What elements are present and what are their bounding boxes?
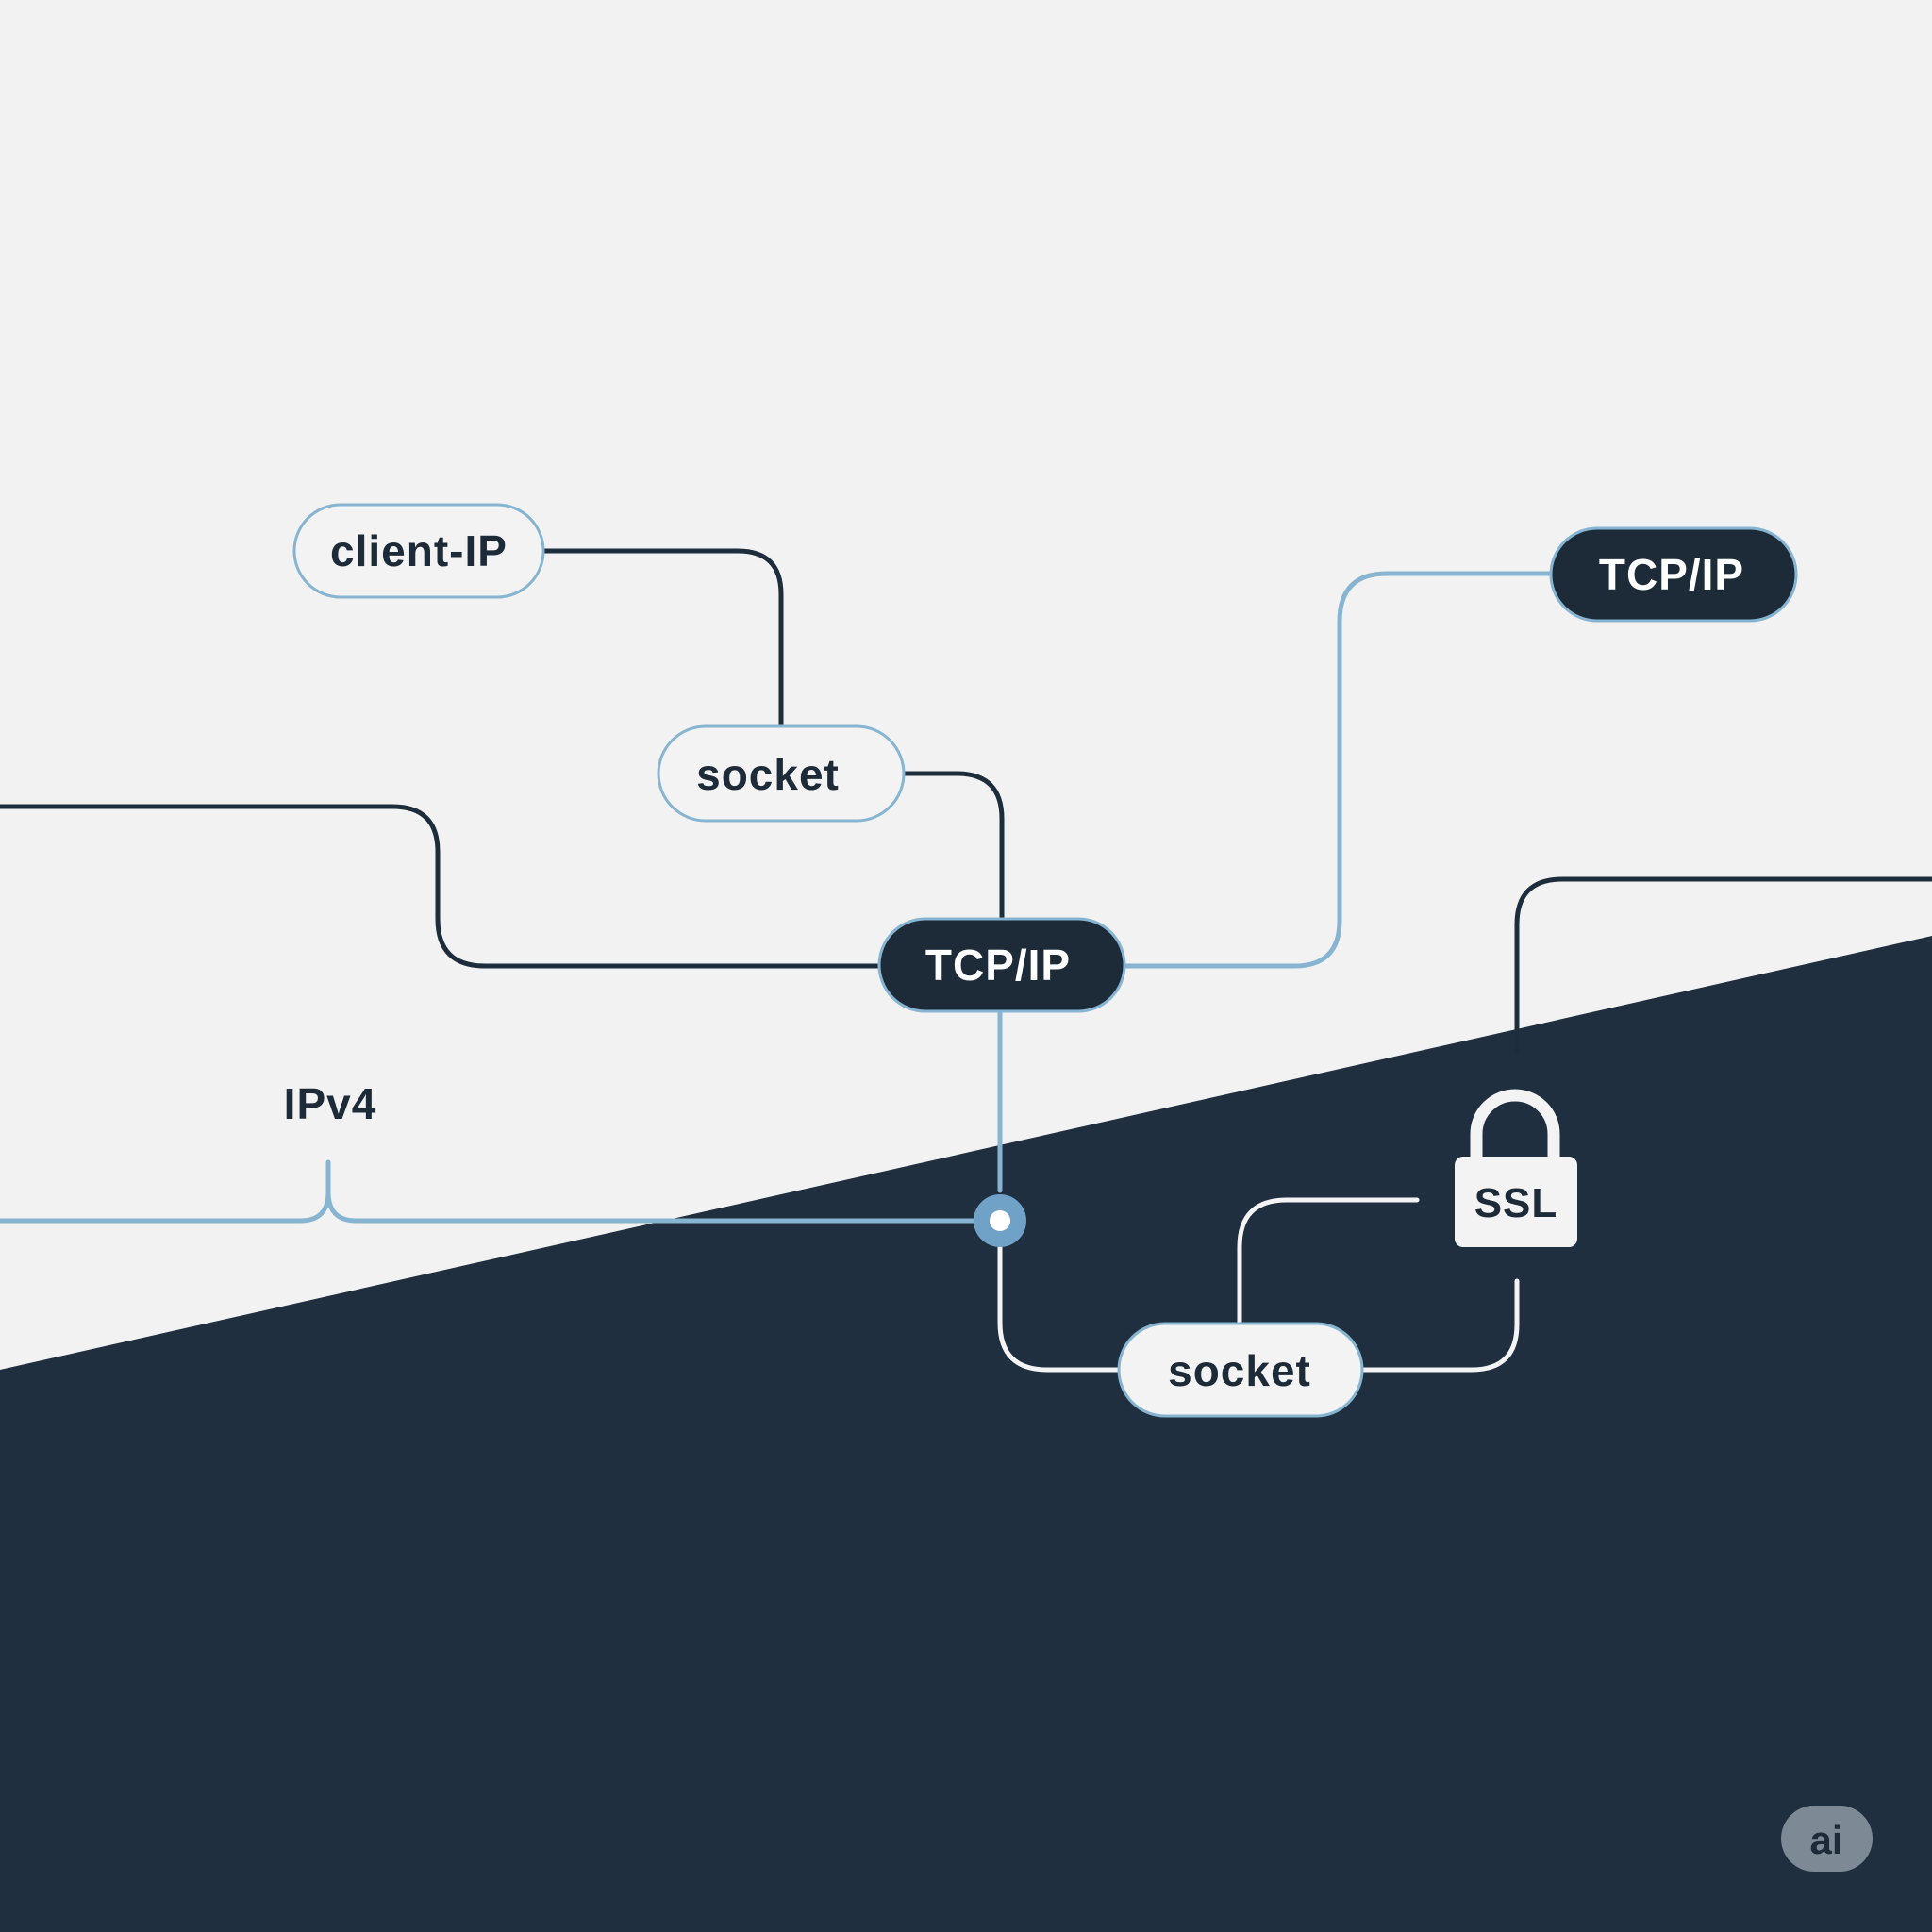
ipv4-label: IPv4 <box>284 1079 377 1128</box>
ai-badge-label: ai <box>1809 1818 1842 1862</box>
node-socket-bottom[interactable]: socket <box>1117 1322 1364 1418</box>
node-tcpip-top-right-label: TCP/IP <box>1599 550 1744 599</box>
node-tcpip-top-right[interactable]: TCP/IP <box>1549 526 1798 623</box>
node-socket-top-label: socket <box>696 750 840 799</box>
connector-junction-to-socket <box>997 1242 1122 1373</box>
lock-icon[interactable]: SSL <box>1455 1089 1577 1247</box>
connector-right-to-ssl <box>1514 876 1932 1055</box>
node-client-ip-label: client-IP <box>330 526 508 575</box>
background-dark-wedge <box>0 936 1932 1932</box>
connector-socket-to-ssl <box>1237 1197 1420 1327</box>
node-tcpip-center-label: TCP/IP <box>925 941 1071 990</box>
connector-ipv4-bus <box>0 1159 980 1224</box>
connector-tcpip-to-tcpip-top <box>1122 571 1556 969</box>
ai-badge-icon[interactable]: ai <box>1781 1806 1873 1872</box>
connector-client-ip-to-socket <box>541 548 784 729</box>
connector-socket-to-ssl-bottom <box>1359 1278 1520 1373</box>
node-tcpip-center[interactable]: TCP/IP <box>877 917 1126 1013</box>
connector-socket-to-tcpip <box>901 771 1005 920</box>
node-client-ip[interactable]: client-IP <box>292 503 545 599</box>
node-socket-top[interactable]: socket <box>657 724 906 823</box>
ssl-label: SSL <box>1474 1180 1558 1226</box>
node-socket-bottom-label: socket <box>1168 1346 1311 1395</box>
junction-dot-icon <box>974 1194 1026 1247</box>
connector-left-to-tcpip <box>0 804 884 969</box>
